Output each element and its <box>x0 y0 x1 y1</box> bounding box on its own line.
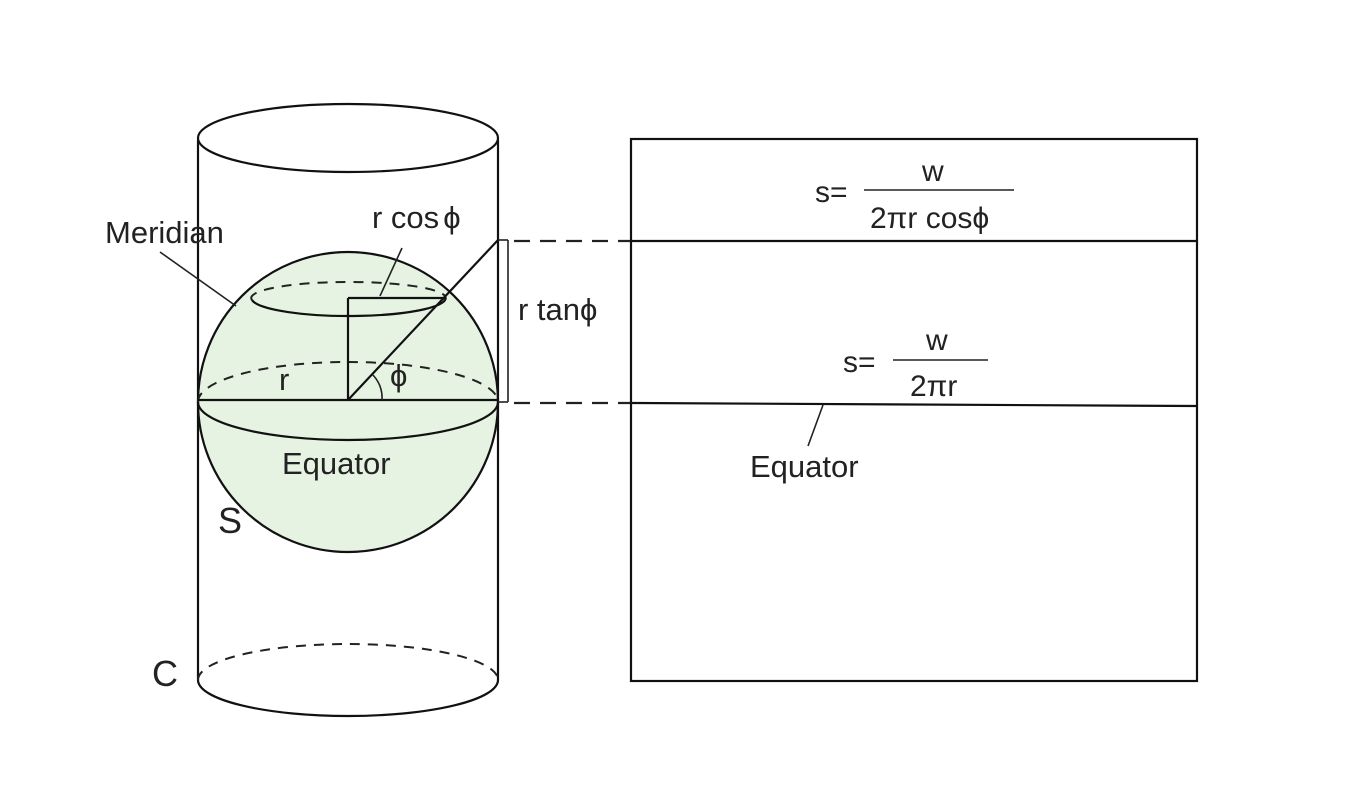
upper-formula-denominator: 2πr cosϕ <box>870 202 989 235</box>
r-cos-label-text: r cos <box>372 200 439 235</box>
equator-map-pointer <box>807 404 824 447</box>
phi-angle-arc <box>372 374 383 401</box>
upper-denominator-phi: ϕ <box>972 202 989 235</box>
upper-denominator-text: 2πr cos <box>870 202 972 235</box>
radius-label: r <box>279 362 289 397</box>
meridian-label: Meridian <box>105 215 224 250</box>
lower-formula-lhs: s= <box>843 346 876 379</box>
equator-back-arc <box>197 361 499 403</box>
cylinder-letter-label: C <box>152 653 178 694</box>
r-tan-phi-label: r tanϕ <box>518 292 597 327</box>
cylinder-bottom-front-arc <box>196 679 500 718</box>
latitude-circle-front <box>251 295 447 318</box>
projection-ray <box>347 239 499 401</box>
lower-formula-numerator: w <box>925 324 948 357</box>
equator-sphere-label: Equator <box>282 446 391 481</box>
upper-formula-lhs: s= <box>815 176 848 209</box>
r-tan-label-text: r tan <box>518 292 580 327</box>
map-equator-line <box>630 401 1198 408</box>
phi-symbol-tan: ϕ <box>580 292 597 327</box>
phi-symbol-cos: ϕ <box>443 200 460 235</box>
latitude-circle-back <box>250 280 446 301</box>
equator-front-arc <box>196 401 500 442</box>
cylinder-top-ellipse <box>196 102 500 174</box>
upper-formula-numerator: w <box>921 155 944 188</box>
equator-map-label: Equator <box>750 449 859 484</box>
r-cos-phi-pointer <box>379 247 403 297</box>
phi-angle-label: ϕ <box>390 358 407 393</box>
cylinder-bottom-back-arc <box>197 643 499 681</box>
lower-formula-denominator: 2πr <box>910 370 957 403</box>
map-rectangle <box>629 137 1199 683</box>
meridian-pointer <box>159 251 237 307</box>
sphere-letter-label: S <box>218 500 242 541</box>
